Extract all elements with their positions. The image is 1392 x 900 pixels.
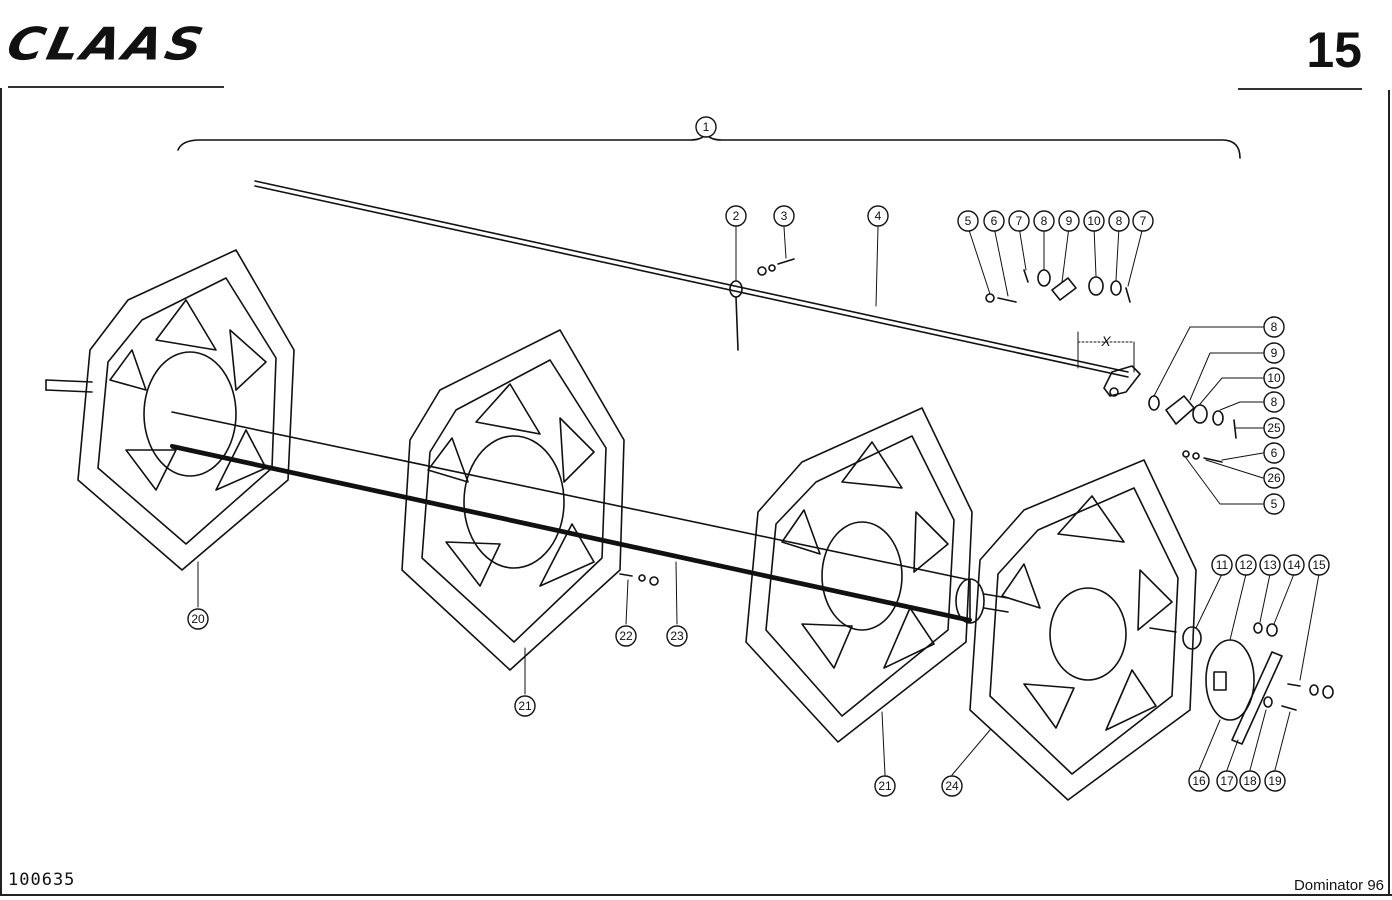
tine-bar: [254, 180, 1141, 397]
spider-end-right: [969, 459, 1197, 801]
hub-hardware: [1149, 622, 1334, 745]
leader-lines: [197, 226, 1320, 776]
svg-text:24: 24: [945, 779, 959, 793]
callout-22: 22: [615, 625, 637, 647]
svg-text:21: 21: [878, 779, 892, 793]
svg-text:20: 20: [191, 612, 205, 626]
callout-15: 15: [1308, 554, 1330, 576]
svg-text:7: 7: [1016, 214, 1023, 228]
spider-middle-left: [401, 329, 625, 671]
callout-8-top-b: 8: [1108, 210, 1130, 232]
callout-4: 4: [867, 205, 889, 227]
frame-right: [1388, 90, 1390, 896]
svg-text:19: 19: [1268, 774, 1282, 788]
svg-text:5: 5: [965, 214, 972, 228]
svg-text:8: 8: [1116, 214, 1123, 228]
callout-14: 14: [1283, 554, 1305, 576]
callout-18: 18: [1239, 770, 1261, 792]
svg-text:4: 4: [875, 209, 882, 223]
spider-middle-right: [745, 407, 973, 743]
svg-text:7: 7: [1140, 214, 1147, 228]
svg-text:10: 10: [1267, 371, 1281, 385]
svg-text:9: 9: [1271, 346, 1278, 360]
callout-23: 23: [666, 625, 688, 647]
svg-text:8: 8: [1271, 395, 1278, 409]
header-rule-right: [1238, 88, 1362, 90]
svg-text:22: 22: [619, 629, 633, 643]
callout-17: 17: [1216, 770, 1238, 792]
svg-text:18: 18: [1243, 774, 1257, 788]
svg-text:21: 21: [518, 699, 532, 713]
callout-24: 24: [941, 775, 963, 797]
callout-1: 1: [695, 116, 717, 138]
frame-left: [0, 88, 2, 894]
callout-10-right: 10: [1263, 367, 1285, 389]
svg-text:26: 26: [1267, 471, 1281, 485]
svg-text:10: 10: [1087, 214, 1101, 228]
bar-clip: [729, 280, 743, 351]
page-number: 15: [1306, 22, 1362, 78]
callout-26: 26: [1263, 467, 1285, 489]
callout-7-top-b: 7: [1132, 210, 1154, 232]
svg-text:17: 17: [1220, 774, 1234, 788]
machine-model: Dominator 96: [1293, 877, 1384, 894]
callout-20: 20: [187, 608, 209, 630]
callout-7-top-a: 7: [1008, 210, 1030, 232]
bolt-tube: [619, 573, 659, 586]
callout-8-top-a: 8: [1033, 210, 1055, 232]
svg-text:25: 25: [1267, 421, 1281, 435]
callout-6-top: 6: [983, 210, 1005, 232]
svg-text:15: 15: [1312, 558, 1326, 572]
svg-text:3: 3: [781, 209, 788, 223]
svg-text:14: 14: [1287, 558, 1301, 572]
callout-5-right: 5: [1263, 493, 1285, 515]
callout-21-left: 21: [514, 695, 536, 717]
callout-3: 3: [773, 205, 795, 227]
svg-text:8: 8: [1041, 214, 1048, 228]
svg-text:6: 6: [1271, 446, 1278, 460]
svg-text:23: 23: [670, 629, 684, 643]
svg-text:6: 6: [991, 214, 998, 228]
callout-5-top: 5: [957, 210, 979, 232]
callout-13: 13: [1259, 554, 1281, 576]
callout-2: 2: [725, 205, 747, 227]
svg-text:16: 16: [1192, 774, 1206, 788]
callout-8-right-b: 8: [1263, 391, 1285, 413]
header-rule-left: [8, 86, 224, 88]
callout-25: 25: [1263, 417, 1285, 439]
svg-text:1: 1: [703, 120, 710, 134]
drawing-reference-number: 100635: [8, 870, 76, 890]
frame-bottom: [0, 894, 1392, 896]
dimension-x: [1077, 331, 1135, 373]
dimension-x-label: X: [1100, 333, 1111, 349]
callout-19: 19: [1264, 770, 1286, 792]
callout-9-top: 9: [1058, 210, 1080, 232]
svg-text:12: 12: [1239, 558, 1253, 572]
svg-text:8: 8: [1271, 320, 1278, 334]
callout-12: 12: [1235, 554, 1257, 576]
callout-16: 16: [1188, 770, 1210, 792]
hardware-bar-top: [757, 258, 1131, 303]
callout-6-right: 6: [1263, 442, 1285, 464]
svg-text:11: 11: [1216, 558, 1229, 572]
svg-text:9: 9: [1066, 214, 1073, 228]
svg-text:2: 2: [733, 209, 740, 223]
callout-21-right: 21: [874, 775, 896, 797]
callout-8-right-a: 8: [1263, 316, 1285, 338]
svg-text:5: 5: [1271, 497, 1278, 511]
callout-11: 11: [1211, 554, 1233, 576]
callout-10-top: 10: [1083, 210, 1105, 232]
hardware-bar-end: [1148, 395, 1237, 463]
spider-end-left: [77, 249, 295, 571]
svg-text:13: 13: [1263, 558, 1277, 572]
reel-tube: [45, 379, 1009, 624]
callout-9-right: 9: [1263, 342, 1285, 364]
